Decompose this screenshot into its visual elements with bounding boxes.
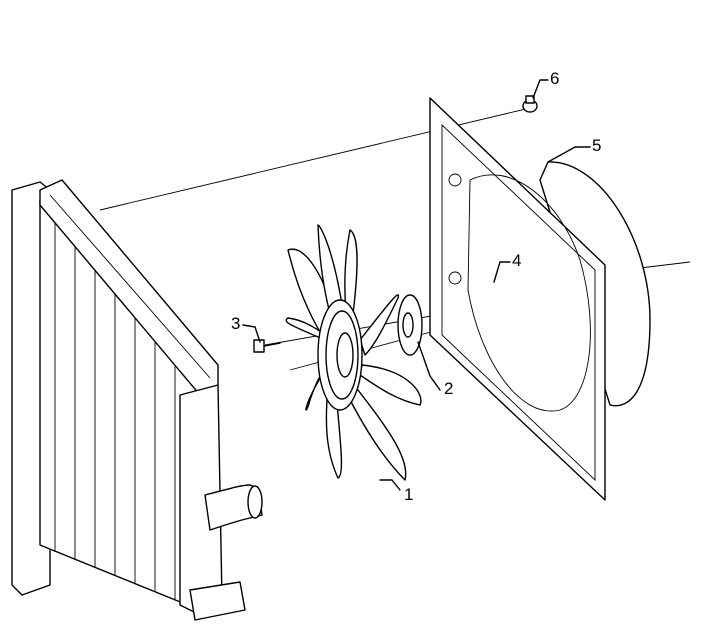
fan-blade-icon <box>285 224 422 481</box>
bolt-icon <box>253 339 281 353</box>
clip-icon <box>522 95 538 113</box>
callout-fan: 1 <box>404 485 414 504</box>
callout-bolt: 3 <box>231 314 241 333</box>
callout-leaders <box>242 79 591 491</box>
callout-shroud: 5 <box>592 136 602 155</box>
fan-spacer-icon <box>397 294 423 356</box>
radiator-icon <box>11 179 263 621</box>
fan-shroud-icon <box>429 97 651 501</box>
callout-spacer: 2 <box>444 379 454 398</box>
callout-clip: 6 <box>550 69 560 88</box>
callout-nut: 4 <box>512 251 522 270</box>
